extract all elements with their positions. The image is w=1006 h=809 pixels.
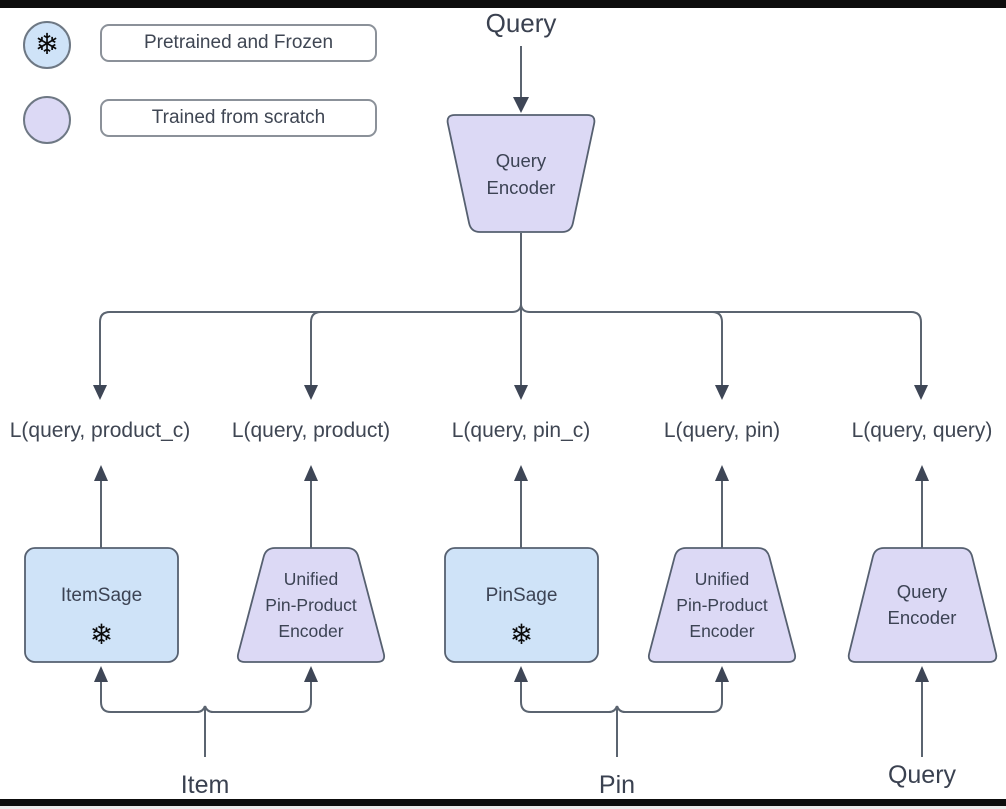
top-frame-bar <box>0 0 1006 8</box>
arrowhead-unified2-up <box>715 465 729 481</box>
query-encoder-bottom-shape <box>847 547 998 663</box>
connector-bus-right <box>520 304 922 385</box>
connector-pin-bracket-left <box>520 681 618 713</box>
arrowhead-pin-left-up <box>514 666 528 682</box>
arrowhead-queryenc-up <box>915 465 929 481</box>
loss-label-query: L(query, query) <box>851 419 993 442</box>
arrowhead-loss5-down <box>914 385 928 400</box>
unified-encoder-1-shape <box>236 547 386 663</box>
pinsage-label: PinSage <box>485 585 558 606</box>
loss-label-pin: L(query, pin) <box>663 419 781 442</box>
unified-encoder-2-shape <box>647 547 797 663</box>
loss-label-product: L(query, product) <box>231 419 391 442</box>
legend-scratch-swatch <box>23 96 71 144</box>
arrowhead-pin-right-up <box>715 666 729 682</box>
pinsage-box <box>444 547 599 663</box>
item-input-label: Item <box>180 771 230 799</box>
connector-item-bracket-right <box>204 681 312 713</box>
query-input-bottom-label: Query <box>887 761 957 789</box>
arrowhead-unified1-up <box>304 465 318 481</box>
query-encoder-bottom-label: Query Encoder <box>887 581 957 628</box>
pin-input-label: Pin <box>598 771 636 799</box>
legend-scratch-label: Trained from scratch <box>151 107 326 128</box>
loss-label-pin-c: L(query, pin_c) <box>451 419 591 442</box>
snowflake-icon: ❄ <box>89 619 114 650</box>
connector-branch-pin <box>711 311 723 385</box>
bottom-frame-strip <box>0 806 1006 809</box>
connector-pin-bracket-right <box>616 681 723 713</box>
connector-bus-left <box>99 304 522 385</box>
arrowhead-query-down <box>513 97 529 113</box>
legend-frozen-label: Pretrained and Frozen <box>143 32 334 53</box>
arrowhead-item-right-up <box>304 666 318 682</box>
arrowhead-pinsage-up <box>514 465 528 481</box>
arrowhead-query-input-up <box>915 666 929 682</box>
legend-frozen-label-box: Pretrained and Frozen <box>100 24 377 62</box>
query-encoder-top-label: Query Encoder <box>486 150 556 198</box>
snowflake-icon: ❄ <box>34 28 60 61</box>
arrowhead-itemsage-up <box>94 465 108 481</box>
query-input-top-label: Query <box>485 8 557 38</box>
itemsage-box <box>24 547 179 663</box>
legend-frozen-swatch: ❄ <box>23 21 71 69</box>
itemsage-label: ItemSage <box>60 585 143 606</box>
query-encoder-top-shape <box>446 114 596 233</box>
arrowhead-item-left-up <box>94 666 108 682</box>
bottom-frame-bar <box>0 799 1006 806</box>
unified-encoder-1-label: Unified Pin-Product Encoder <box>265 569 357 641</box>
arrowhead-loss2-down <box>304 385 318 400</box>
connector-branch-product <box>310 311 322 385</box>
arrowhead-loss3-down <box>514 385 528 400</box>
arrowhead-loss4-down <box>715 385 729 400</box>
loss-label-product-c: L(query, product_c) <box>9 419 191 442</box>
snowflake-icon: ❄ <box>509 619 534 650</box>
arrowhead-loss1-down <box>93 385 107 400</box>
legend-scratch-label-box: Trained from scratch <box>100 99 377 137</box>
unified-encoder-2-label: Unified Pin-Product Encoder <box>676 569 768 641</box>
connector-item-bracket-left <box>100 681 206 713</box>
